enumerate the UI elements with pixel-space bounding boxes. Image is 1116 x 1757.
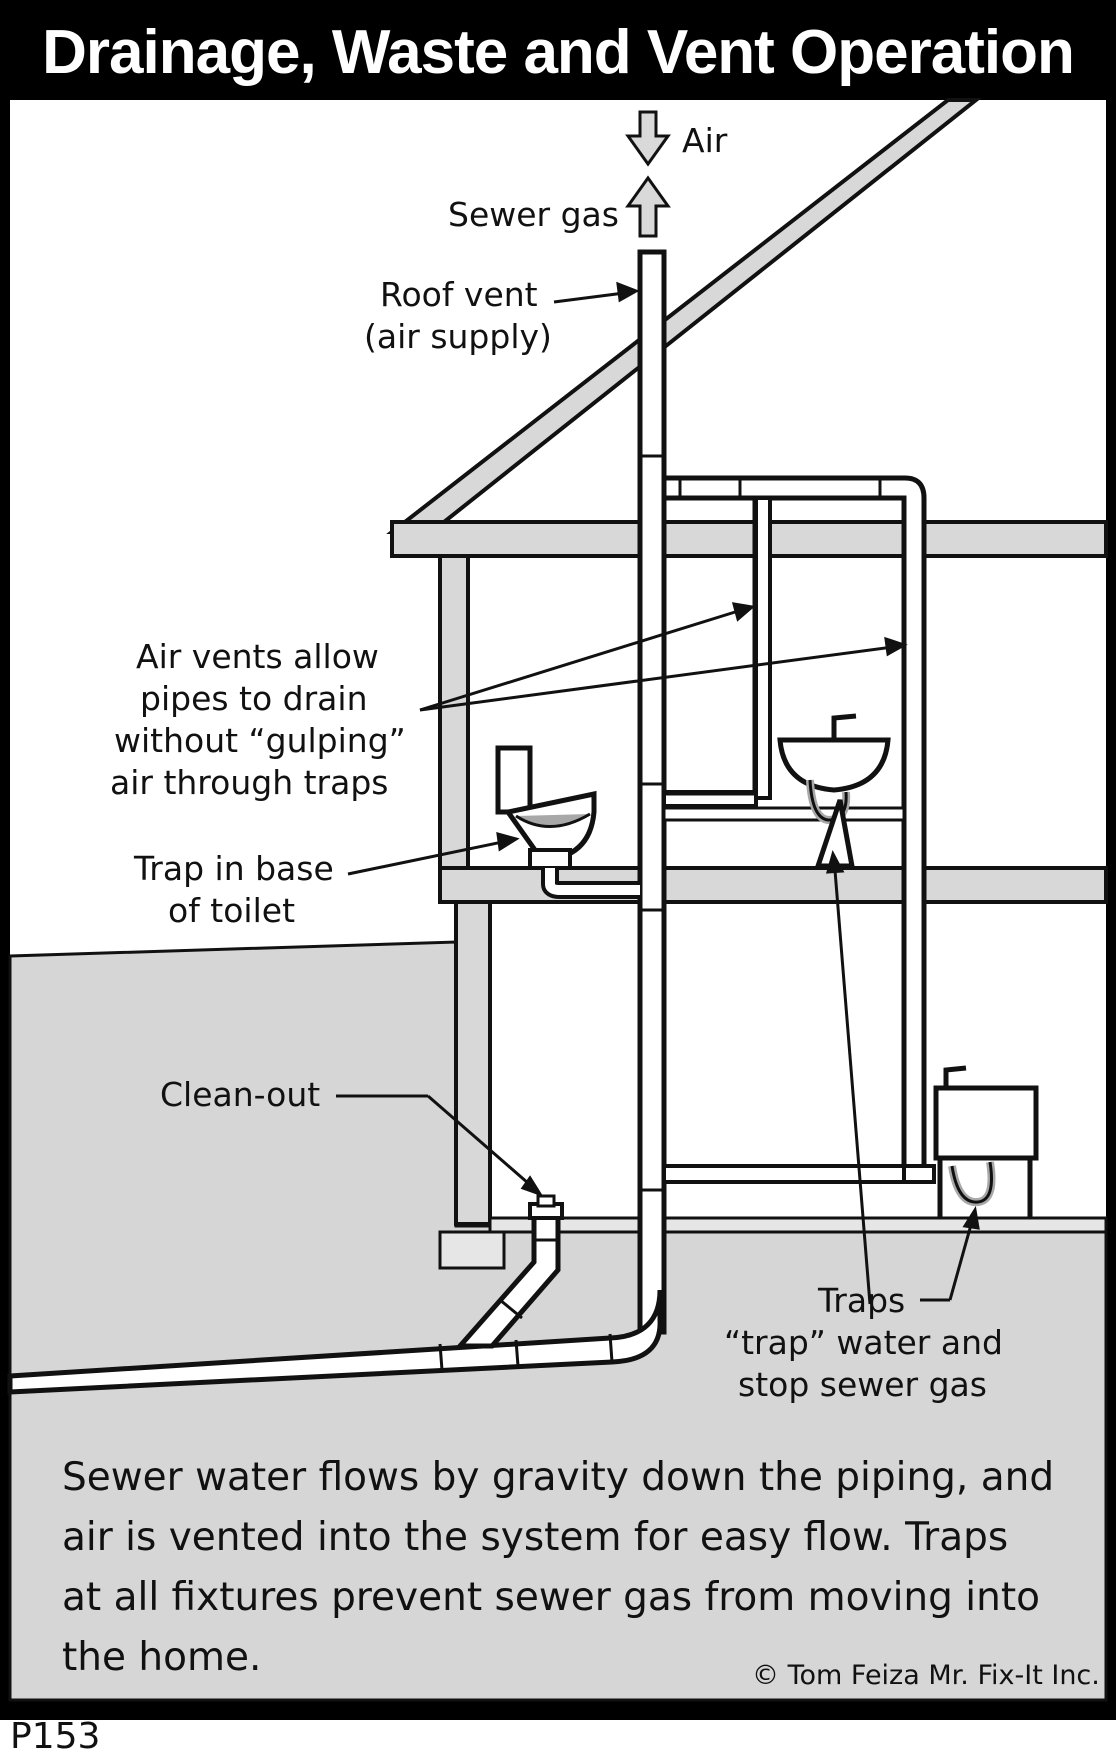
main-vent-stack [637,249,667,1335]
copyright-text: © Tom Feiza Mr. Fix-It Inc. [752,1660,1100,1691]
toilet-trap-water [515,812,591,828]
upper-wall [438,554,470,870]
sewer-gas-up-arrow-icon [625,175,671,238]
callout-arrows [336,281,980,1305]
vent-header-pipes [661,475,936,1184]
air-vents-label-line4: air through traps [110,763,388,802]
toilet-trap-label-line2: of toilet [168,891,295,930]
basement-floor [488,1216,1108,1234]
caption-line-1: Sewer water flows by gravity down the pi… [62,1455,1054,1500]
caption-line-2: air is vented into the system for easy f… [62,1515,1008,1560]
ceiling-beam [390,520,1108,558]
caption-line-3: at all fixtures prevent sewer gas from m… [62,1575,1040,1620]
air-vents-label-line2: pipes to drain [140,679,368,718]
page-title: Drainage, Waste and Vent Operation [42,17,1075,87]
plumbing-diagram: Air Sewer gas Roof vent (air supply) Air… [7,98,1108,1702]
bathroom-sink [777,713,891,869]
air-vents-label-line3: without “gulping” [114,721,406,760]
figure-code: P153 [10,1716,101,1757]
second-floor [438,866,1108,904]
toilet [495,745,640,899]
air-vents-label-line1: Air vents allow [136,637,379,676]
sewer-gas-label: Sewer gas [448,195,619,234]
traps-label-line2: “trap” water and [724,1323,1003,1362]
toilet-trap-label-line1: Trap in base [133,849,334,888]
traps-label-line1: Traps [817,1281,905,1320]
sewer-line [7,1289,663,1395]
clean-out-pipe [454,1194,564,1349]
roof-vent-sublabel: (air supply) [364,317,552,356]
air-down-arrow-icon [625,110,671,167]
air-label: Air [682,121,728,160]
clean-out-label: Clean-out [160,1075,320,1114]
title-bar: Drainage, Waste and Vent Operation [0,0,1116,104]
footing [438,1230,506,1270]
lower-wall [454,900,492,1226]
caption-line-4: the home. [62,1635,261,1680]
traps-label-line3: stop sewer gas [738,1365,987,1404]
laundry-sink [933,1065,1039,1218]
roof-vent-label: Roof vent [380,275,538,314]
